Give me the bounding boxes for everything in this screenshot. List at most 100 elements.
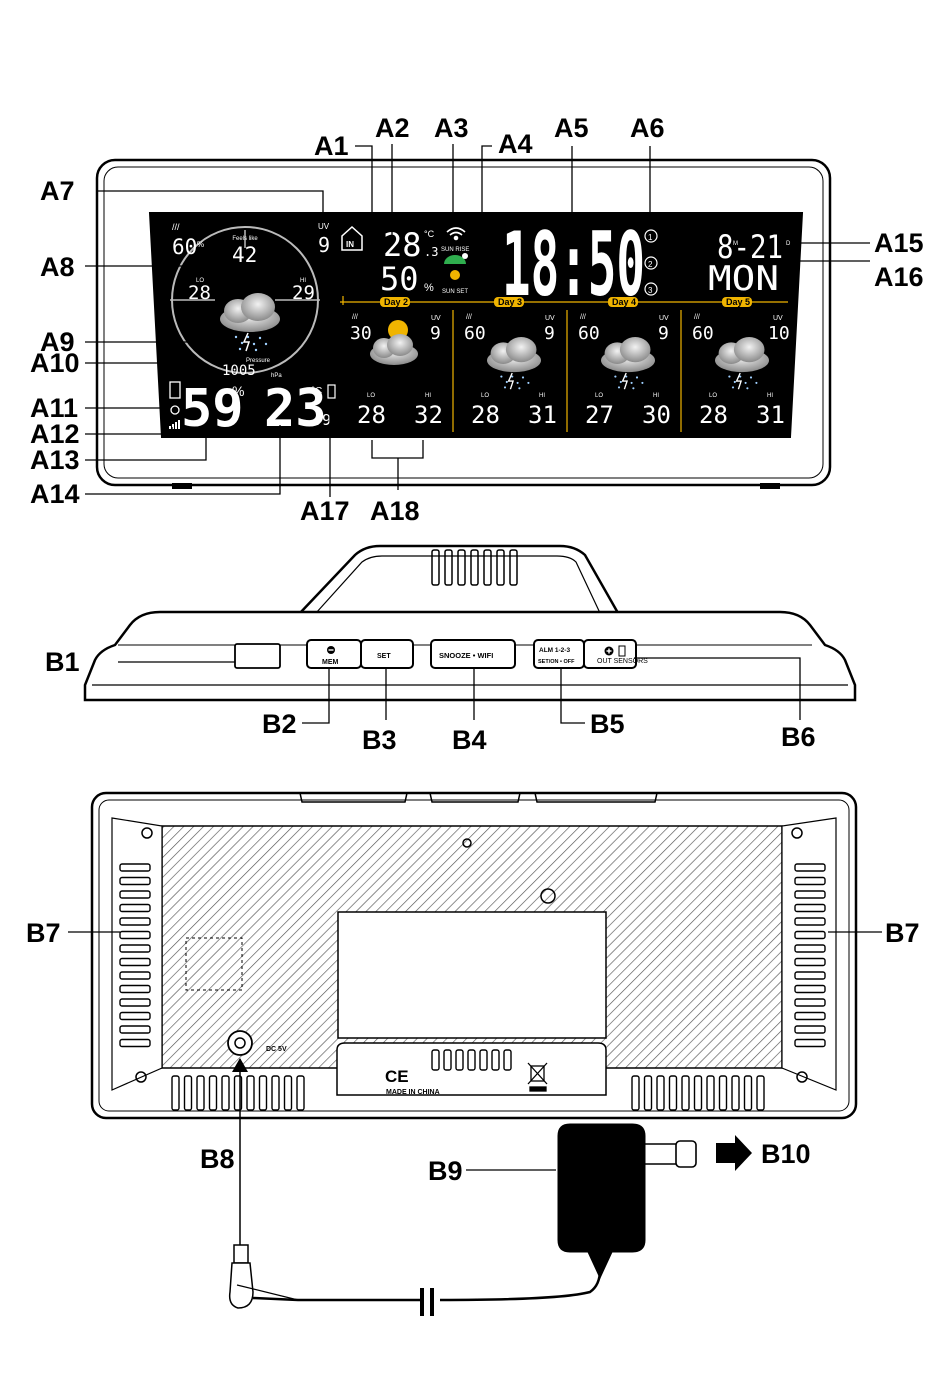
arrow-up-icon [232,1058,248,1072]
outdoor-temp-decimal: .9 [313,411,331,429]
sunrise-label: SUN RISE [441,247,469,253]
callout-b10: B10 [761,1139,811,1169]
forecast-humidity: 30 [350,323,372,344]
forecast-humidity: 60 [578,323,600,344]
forecast-wind-icon: /// [352,314,358,321]
callout-a5: A5 [554,113,589,143]
side-vent-slot-right [794,944,826,953]
alm-sub-label: SET/ON • OFF [538,659,575,665]
forecast-hi: 30 [642,401,671,429]
forecast-humidity: 60 [464,323,486,344]
usb-port [234,643,281,669]
callout-a2: A2 [375,113,410,143]
percent-sign: % [197,240,204,249]
cover-vent-slot [455,1049,464,1071]
out-sensors-label: OUT SENSORS [597,658,648,665]
side-vent-slot-right [794,917,826,926]
callout-a6: A6 [630,113,665,143]
indoor-temp-decimal: .3 [424,245,438,259]
weee-bin-icon [527,1062,548,1092]
alarm-3-icon [644,282,658,296]
side-vent-slot-right [794,1011,826,1021]
forecast-uv-label: UV [545,315,555,322]
outdoor-temperature: 23 [264,379,327,439]
side-vent-slot-right [794,971,826,980]
pressure-value: 1005 [222,363,256,379]
indoor-humidity-unit: % [424,282,434,294]
bottom-vent-slot-right [656,1075,665,1111]
forecast-lo-label: LO [595,393,603,399]
bottom-vent-slot-right [718,1075,728,1111]
callout-a8: A8 [40,252,75,282]
feels-like-value: 42 [232,243,257,267]
alarm-2-icon [644,256,658,270]
rear-view [68,791,882,1120]
forecast-uv: 9 [544,323,555,344]
callout-b8: B8 [200,1144,235,1174]
side-vent-slot-left [119,863,151,872]
side-vent-slot-left [119,984,151,994]
cover-vent-slot [467,1049,476,1071]
bottom-vent-slot-left [221,1075,230,1111]
feels-like-label: Feels like [232,236,258,242]
outdoor-humidity-unit: % [232,383,244,399]
callout-a4: A4 [498,129,533,159]
forecast-humidity: 60 [692,323,714,344]
uv-label: UV [318,222,330,231]
forecast-day-badge [608,297,638,307]
outdoor-humidity: 59 [181,379,244,439]
side-vent-slot-right [794,1038,826,1048]
bottom-vent-slot-right [631,1075,640,1111]
adapter-labels: B8 B9 B10 [200,1139,811,1186]
forecast-hi-label: HI [767,393,773,399]
forecast-day-label: Day 2 [384,297,408,307]
side-vent-slot-right [794,1025,826,1034]
callout-b9: B9 [428,1156,463,1186]
forecast-uv-label: UV [773,315,783,322]
side-vent-slot-right [794,984,826,994]
callout-b7-right: B7 [885,918,920,948]
forecast-day-badge [494,297,524,307]
callout-a18: A18 [370,496,420,526]
indoor-humidity: 50 [380,260,419,298]
svg-text:///: /// [172,222,180,232]
bottom-vent-slot-right [731,1075,740,1111]
svg-text:3: 3 [648,286,653,295]
snooze-wifi-button[interactable] [430,639,516,669]
hi-today: 29 [292,282,315,304]
lcd-screen [148,212,804,438]
set-button[interactable] [360,639,414,669]
side-vent-slot-right [794,876,826,886]
callout-a3: A3 [434,113,469,143]
callout-a15: A15 [874,228,924,258]
cover-vent-slot [491,1049,500,1071]
day-marker: D [786,241,791,247]
uv-today: 9 [318,233,330,257]
snooze-wifi-label: SNOOZE • WIFI [439,651,493,660]
hi-label: HI [300,278,306,284]
callout-a17: A17 [300,496,350,526]
outdoor-humidity-top: 60 [172,235,197,259]
adapter-body [557,1123,646,1253]
sunrise-icon [444,253,468,264]
side-vent-slot-right [794,930,826,940]
callout-b1: B1 [45,647,80,677]
top-view [83,544,857,724]
callout-a16: A16 [874,262,924,292]
forecast-lo-label: LO [709,393,717,399]
cover-vent-slot [503,1049,512,1071]
dc-label: DC 5V [266,1046,287,1053]
side-vent-slot-right [794,863,826,872]
pressure-unit: hPa [271,373,282,379]
sunset-label: SUN SET [442,289,468,295]
sensor-icon [170,405,180,415]
callout-a1: A1 [314,131,349,161]
forecast-wind-icon: /// [580,314,586,321]
side-vent-slot-left [119,876,151,886]
side-vent-slot-left [119,917,151,926]
bottom-vent-slot-left [271,1075,280,1111]
weekday-display: MON [708,259,779,299]
front-view: /// 60 % Feels like 42 UV 9 LO 28 HI 29 … [30,113,924,526]
